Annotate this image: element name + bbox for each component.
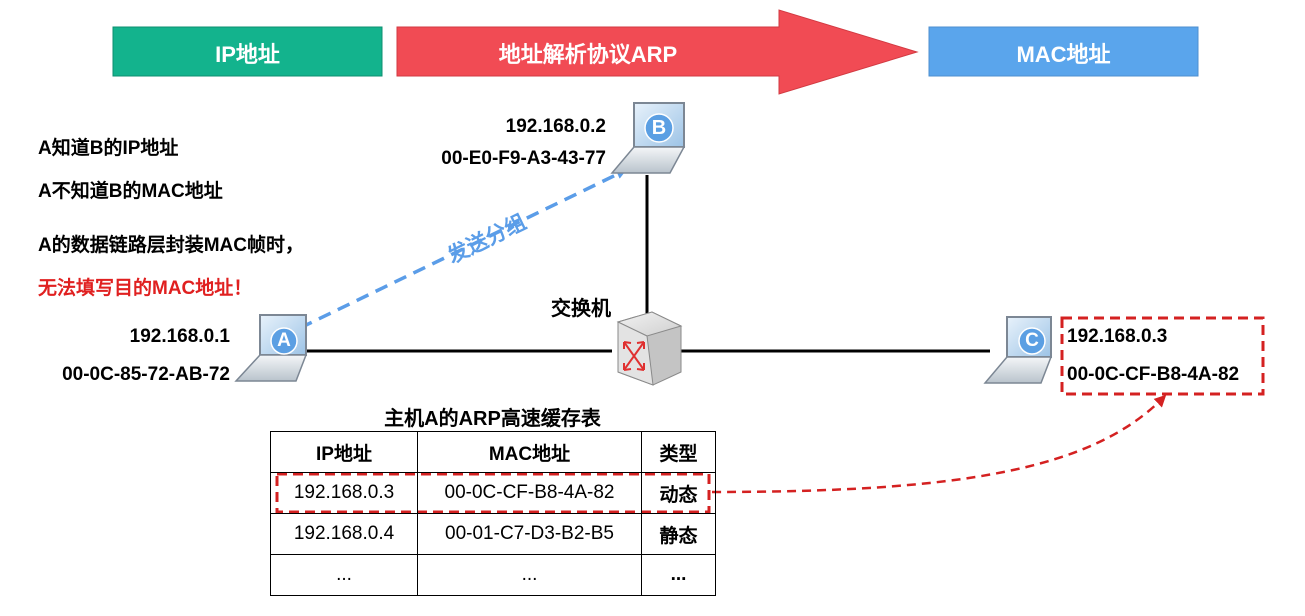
arp-table-header: IP地址 MAC地址 类型 bbox=[270, 431, 716, 473]
host-a-letter: A bbox=[277, 330, 291, 351]
header-ip: IP地址 bbox=[270, 431, 418, 473]
host-c-letter: C bbox=[1025, 330, 1039, 351]
host-a-mac: 00-0C-85-72-AB-72 bbox=[62, 364, 230, 385]
switch-icon bbox=[616, 311, 683, 386]
laptop-c bbox=[983, 316, 1053, 384]
header-mac: MAC地址 bbox=[417, 431, 642, 473]
ip-banner-label: IP地址 bbox=[215, 42, 280, 67]
ip-banner bbox=[112, 26, 383, 77]
host-c-mac: 00-0C-CF-B8-4A-82 bbox=[1067, 364, 1240, 385]
mac-banner bbox=[928, 26, 1199, 77]
note-warning: 无法填写目的MAC地址！ bbox=[38, 278, 253, 299]
table-row: 192.168.0.3 00-0C-CF-B8-4A-82 动态 bbox=[270, 472, 716, 514]
cell-type: ... bbox=[641, 554, 716, 596]
host-a-ip: 192.168.0.1 bbox=[129, 326, 230, 347]
laptop-b bbox=[610, 102, 686, 174]
arp-banner-label: 地址解析协议ARP bbox=[498, 42, 678, 67]
mac-banner-label: MAC地址 bbox=[1016, 42, 1111, 67]
cell-ip: 192.168.0.3 bbox=[270, 472, 418, 514]
host-c-ip: 192.168.0.3 bbox=[1067, 326, 1168, 347]
cell-type: 动态 bbox=[641, 472, 716, 514]
laptop-a bbox=[234, 314, 308, 382]
table-row: ... ... ... bbox=[270, 554, 716, 596]
cell-ip: ... bbox=[270, 554, 418, 596]
cell-ip: 192.168.0.4 bbox=[270, 513, 418, 555]
cell-type: 静态 bbox=[641, 513, 716, 555]
cell-mac: 00-0C-CF-B8-4A-82 bbox=[417, 472, 642, 514]
table-row: 192.168.0.4 00-01-C7-D3-B2-B5 静态 bbox=[270, 513, 716, 555]
arp-table-title: 主机A的ARP高速缓存表 bbox=[384, 408, 601, 430]
switch-label: 交换机 bbox=[551, 298, 611, 320]
cell-mac: 00-01-C7-D3-B2-B5 bbox=[417, 513, 642, 555]
note-knows-ip: A知道B的IP地址 bbox=[38, 138, 179, 159]
host-b-ip: 192.168.0.2 bbox=[505, 116, 606, 137]
arp-table: IP地址 MAC地址 类型 192.168.0.3 00-0C-CF-B8-4A… bbox=[270, 431, 716, 596]
note-unknown-mac: A不知道B的MAC地址 bbox=[38, 181, 223, 202]
mapping-arrow bbox=[711, 394, 1167, 494]
note-encapsulate: A的数据链路层封装MAC帧时， bbox=[38, 235, 304, 256]
arp-arrow bbox=[396, 9, 919, 95]
send-arrow bbox=[299, 169, 627, 330]
host-b-mac: 00-E0-F9-A3-43-77 bbox=[441, 148, 606, 169]
host-b-letter: B bbox=[651, 117, 667, 139]
header-type: 类型 bbox=[641, 431, 716, 473]
host-c-highlight bbox=[1060, 316, 1265, 396]
cell-mac: ... bbox=[417, 554, 642, 596]
